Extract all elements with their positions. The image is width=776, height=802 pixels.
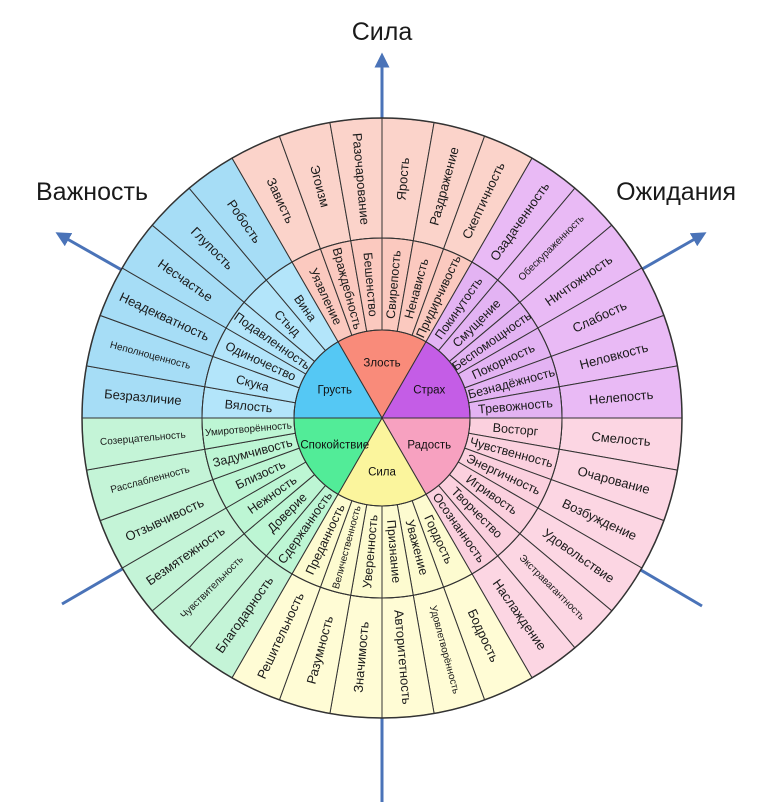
sadness-inner-word: Вялость [224, 397, 273, 415]
wheel-rings [81, 117, 683, 719]
joy-outer-word: Смелость [591, 429, 652, 449]
anger-inner-word: Свирепость [384, 250, 404, 320]
axis-title-left: Важность [36, 178, 148, 206]
sadness-center-label: Грусть [318, 385, 352, 397]
joy-center-label: Радость [407, 439, 451, 451]
sadness-outer-word: Безразличие [104, 386, 183, 408]
ring-border [201, 237, 563, 599]
axis-title-top: Сила [352, 18, 413, 46]
anger-center-label: Злость [363, 357, 400, 369]
ring-border [293, 329, 471, 507]
fear-center-label: Страх [413, 385, 445, 397]
axis-title-right: Ожидания [616, 178, 736, 206]
fear-inner-word: Тревожность [478, 396, 554, 416]
anger-outer-word: Ярость [394, 157, 413, 201]
power-center-label: Сила [368, 467, 396, 479]
ring-border [81, 117, 683, 719]
anger-inner-word: Бешенство [361, 252, 381, 317]
fear-outer-word: Нелепость [588, 387, 654, 408]
power-inner-word: Признание [384, 519, 403, 583]
power-inner-word: Уверенность [360, 514, 380, 589]
calm-center-label: Спокойствие [300, 439, 369, 451]
joy-inner-word: Восторг [492, 421, 539, 439]
power-outer-word: Значимость [350, 621, 371, 694]
